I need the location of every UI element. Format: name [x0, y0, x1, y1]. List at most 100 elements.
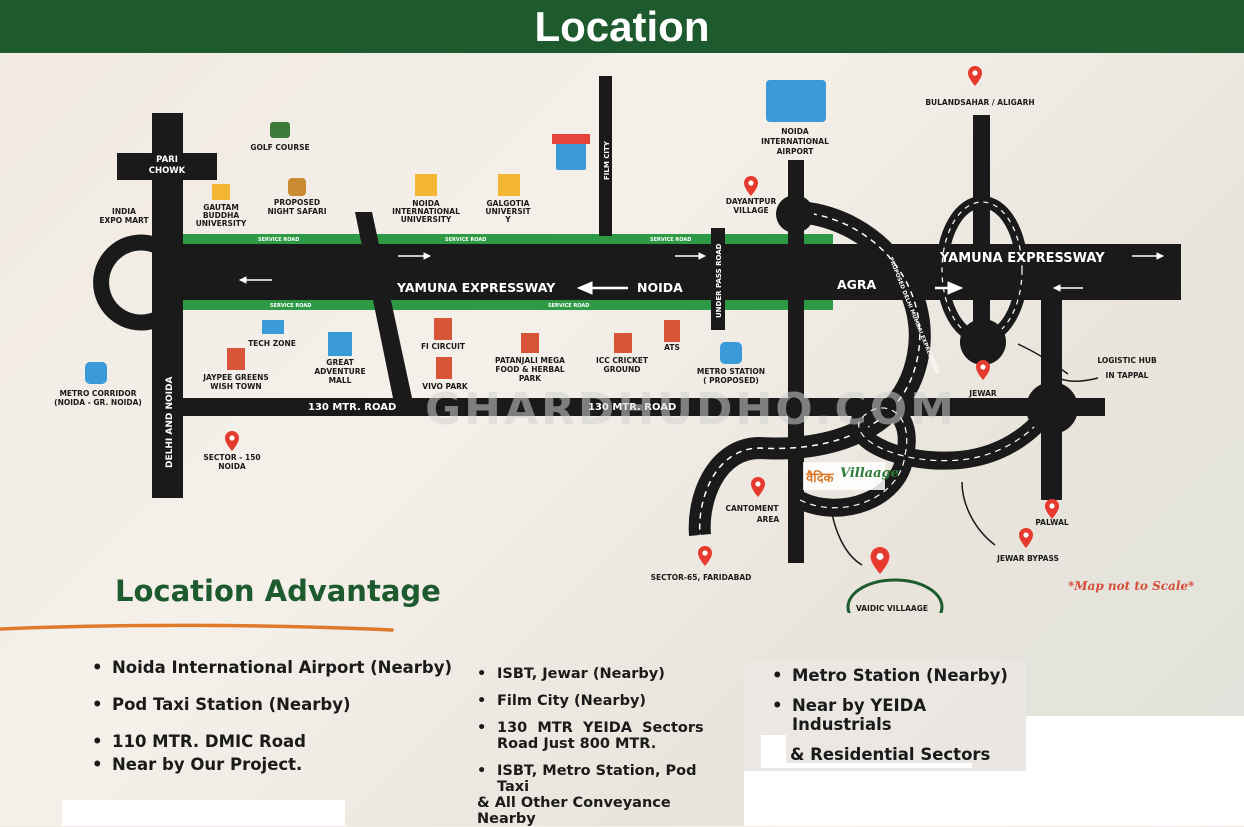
svg-text:GREAT: GREAT — [326, 358, 354, 367]
svg-text:BULANDSAHAR / ALIGARH: BULANDSAHAR / ALIGARH — [925, 98, 1034, 107]
tiger-icon — [288, 178, 306, 196]
yamuna-expressway-east-label: YAMUNA EXPRESSWAY — [939, 251, 1105, 266]
service-road-south — [183, 300, 833, 310]
svg-text:INDIA: INDIA — [112, 207, 136, 216]
svg-text:METRO STATION: METRO STATION — [697, 367, 765, 376]
advantage-column-2: ISBT, Jewar (Nearby) Film City (Nearby) … — [477, 666, 732, 827]
film-city-road-label: FILM CITY — [603, 140, 611, 180]
proposed-expressway-road — [688, 201, 931, 536]
advantage-item: Near by Our Project. — [92, 755, 472, 774]
pari-chowk-junction — [147, 146, 187, 186]
sector-150-noida: SECTOR - 150 NOIDA — [203, 431, 261, 471]
svg-text:WISH TOWN: WISH TOWN — [210, 382, 261, 391]
service-road-label: SERVICE ROAD — [445, 237, 486, 243]
jewar-bypass-road — [795, 399, 1060, 517]
under-pass-road — [711, 228, 725, 330]
park-icon — [436, 357, 452, 379]
svg-text:FOOD & HERBAL: FOOD & HERBAL — [495, 365, 565, 374]
jewar-junction — [960, 319, 1006, 365]
advantage-item: ISBT, Metro Station, Pod Taxi — [477, 763, 732, 795]
galgotia-university: GALGOTIA UNIVERSIT Y — [485, 174, 531, 224]
ats: ATS — [664, 320, 680, 352]
service-road-label: SERVICE ROAD — [650, 237, 691, 243]
svg-text:FI CIRCUIT: FI CIRCUIT — [421, 342, 466, 351]
golf-icon — [270, 122, 290, 138]
svg-text:GALGOTIA: GALGOTIA — [487, 199, 530, 208]
location-map: SERVICE ROAD SERVICE ROAD SERVICE ROAD S… — [54, 66, 1181, 613]
university-icon — [415, 174, 437, 196]
f1-circuit: FI CIRCUIT — [421, 318, 466, 351]
road-arrows — [238, 252, 1165, 295]
loop-road-west — [93, 234, 158, 331]
advantage-item: Noida International Airport (Nearby) — [92, 658, 472, 677]
svg-text:EXPO MART: EXPO MART — [99, 216, 149, 225]
svg-text:METRO CORRIDOR: METRO CORRIDOR — [59, 389, 136, 398]
icc-cricket-ground: ICC CRICKET GROUND — [596, 333, 649, 374]
svg-text:INTERNATIONAL: INTERNATIONAL — [761, 137, 829, 146]
svg-text:VIVO PARK: VIVO PARK — [422, 382, 469, 391]
building-icon — [664, 320, 680, 342]
cinema-icon — [552, 134, 590, 170]
stadium-icon — [614, 333, 632, 353]
svg-text:NOIDA: NOIDA — [412, 199, 440, 208]
svg-text:BUDDHA: BUDDHA — [203, 211, 240, 220]
cantonment-area: CANTOMENT AREA — [725, 477, 779, 524]
service-road-label: SERVICE ROAD — [548, 303, 589, 309]
under-pass-road-label: UNDER PASS ROAD — [715, 243, 723, 318]
jewar: JEWAR — [968, 360, 997, 398]
film-city-road — [599, 76, 612, 236]
jewar-bypass: JEWAR BYPASS — [961, 481, 1059, 563]
advantage-item: Pod Taxi Station (Nearby) — [92, 695, 472, 714]
advantage-item: & All Other Conveyance Nearby — [477, 795, 671, 827]
palwal: PALWAL — [1035, 499, 1069, 527]
sector-65-faridabad: SECTOR-65, FARIDABAD — [651, 546, 751, 582]
vaidic-village-ring — [846, 578, 944, 613]
white-patch — [761, 735, 786, 768]
advantage-item: & Residential Sectors — [790, 745, 991, 764]
white-patch — [786, 763, 972, 768]
diagonal-road — [355, 212, 412, 398]
advantage-item: 130 MTR YEIDA Sectors — [477, 720, 732, 736]
great-adventure-mall: GREAT ADVENTURE MALL — [314, 332, 366, 385]
pari-chowk-label: CHOWK — [149, 166, 186, 176]
airport-icon — [766, 80, 826, 122]
building-icon — [227, 348, 245, 370]
svg-text:ADVENTURE: ADVENTURE — [314, 367, 365, 376]
jaypee-greens: JAYPEE GREENS WISH TOWN — [202, 348, 269, 391]
white-patch — [62, 800, 345, 826]
svg-text:CANTOMENT: CANTOMENT — [725, 504, 779, 513]
yamuna-expressway-label: YAMUNA EXPRESSWAY — [396, 280, 556, 295]
svg-text:Villaage: Villaage — [840, 466, 899, 481]
advantage-item: Metro Station (Nearby) — [772, 666, 1022, 685]
mall-icon — [328, 332, 352, 356]
svg-text:PALWAL: PALWAL — [1035, 518, 1069, 527]
vaidic-village-logo: वैदिक Villaage — [803, 462, 899, 490]
project-pin — [870, 547, 890, 574]
india-expo-mart: INDIA EXPO MART — [99, 207, 149, 225]
metro-icon — [85, 362, 107, 384]
page-title: Location — [0, 0, 1244, 53]
svg-text:AREA: AREA — [757, 515, 780, 524]
title-underline — [0, 623, 394, 632]
map-scale-note: *Map not to Scale* — [1068, 579, 1195, 593]
svg-text:NIGHT SAFARI: NIGHT SAFARI — [267, 207, 326, 216]
service-road-north — [183, 234, 833, 244]
advantage-item: ISBT, Jewar (Nearby) — [477, 666, 732, 682]
svg-text:IN TAPPAL: IN TAPPAL — [1106, 371, 1149, 380]
svg-text:UNIVERSITY: UNIVERSITY — [401, 215, 452, 224]
svg-text:TECH ZONE: TECH ZONE — [248, 339, 296, 348]
noida-international-university: NOIDA INTERNATIONAL UNIVERSITY — [392, 174, 460, 224]
svg-text:UNIVERSIT: UNIVERSIT — [485, 207, 531, 216]
delhi-noida-label: DELHI AND NOIDA — [165, 377, 175, 468]
tappal-junction — [1026, 382, 1078, 434]
svg-text:JAYPEE GREENS: JAYPEE GREENS — [202, 373, 269, 382]
golf-course: GOLF COURSE — [250, 122, 310, 152]
advantage-item: 110 MTR. DMIC Road — [92, 732, 472, 751]
svg-text:VILLAGE: VILLAGE — [733, 206, 768, 215]
svg-text:Y: Y — [504, 215, 511, 224]
mtr-road-label-2: 130 MTR. ROAD — [588, 402, 676, 413]
circuit-icon — [434, 318, 452, 340]
service-road-label: SERVICE ROAD — [258, 237, 299, 243]
svg-text:ICC CRICKET: ICC CRICKET — [596, 356, 649, 365]
svg-text:JEWAR BYPASS: JEWAR BYPASS — [996, 554, 1059, 563]
